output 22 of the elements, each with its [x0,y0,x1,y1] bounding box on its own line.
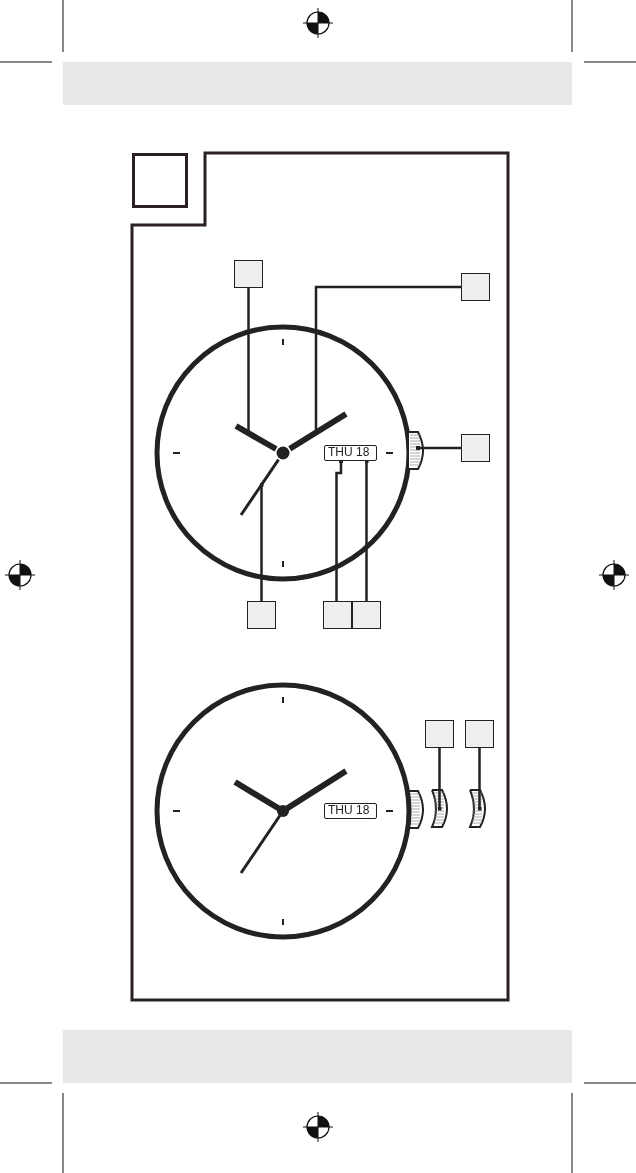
leader-line [364,459,369,601]
callout-box [247,601,276,629]
leader-line [437,748,442,811]
leader-line [335,459,343,601]
leader-line [259,482,264,601]
date-window: THU 18 [324,803,377,819]
callout-box [461,434,490,462]
callout-box [465,720,494,748]
leader-line [477,748,482,811]
hour-hand [234,423,278,452]
figure-number-box [132,153,188,208]
date-window: THU 18 [324,445,377,461]
callout-box [323,601,352,629]
leader-line [416,446,461,450]
callout-box [352,601,381,629]
callout-box [425,720,454,748]
watch-crown [431,789,448,828]
second-hand [239,458,280,516]
watch-crown [469,789,486,828]
callout-box [461,273,490,301]
watch-crown [407,431,424,470]
callout-box [234,260,263,288]
